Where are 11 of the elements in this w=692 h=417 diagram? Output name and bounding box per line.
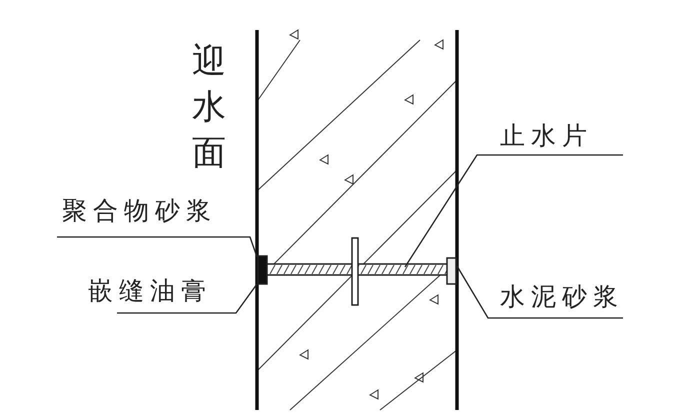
leader-line: [117, 284, 258, 314]
part-label: 止水片: [500, 121, 593, 151]
mortar-patch: [446, 257, 457, 285]
leader-line: [57, 236, 258, 258]
leader-line: [404, 154, 623, 268]
side-label: 迎水面: [192, 40, 227, 175]
part-label: 水泥砂浆: [500, 282, 624, 312]
leader-line: [456, 266, 623, 319]
sealant-cap: [257, 255, 268, 285]
part-label: 聚合物砂浆: [62, 196, 217, 226]
part-label: 嵌缝油膏: [88, 276, 212, 306]
